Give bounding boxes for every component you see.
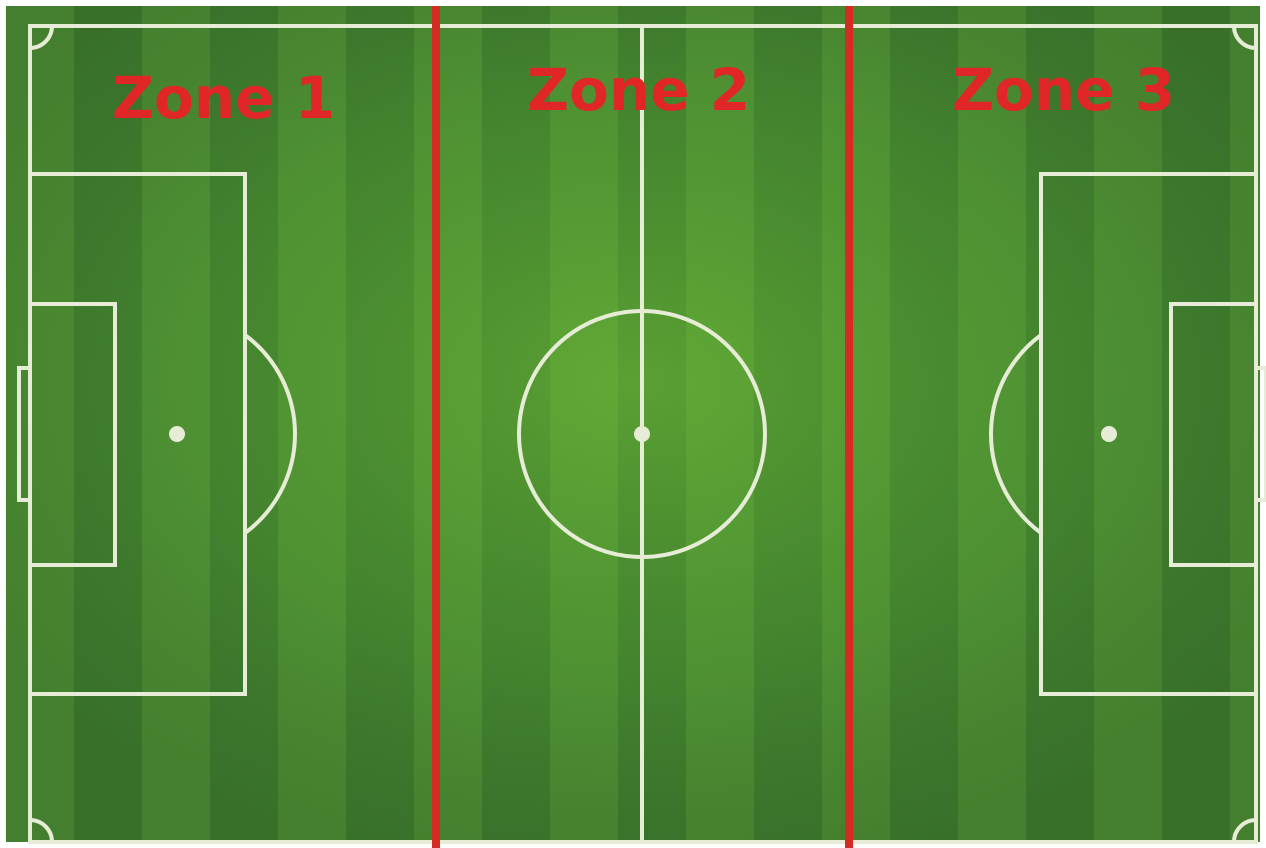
left-penalty-spot [169, 426, 185, 442]
center-spot [634, 426, 650, 442]
right-penalty-spot [1101, 426, 1117, 442]
zone-3-label: Zone 3 [952, 56, 1175, 124]
zone-2-label: Zone 2 [527, 56, 750, 124]
zone-1-label: Zone 1 [112, 64, 335, 132]
